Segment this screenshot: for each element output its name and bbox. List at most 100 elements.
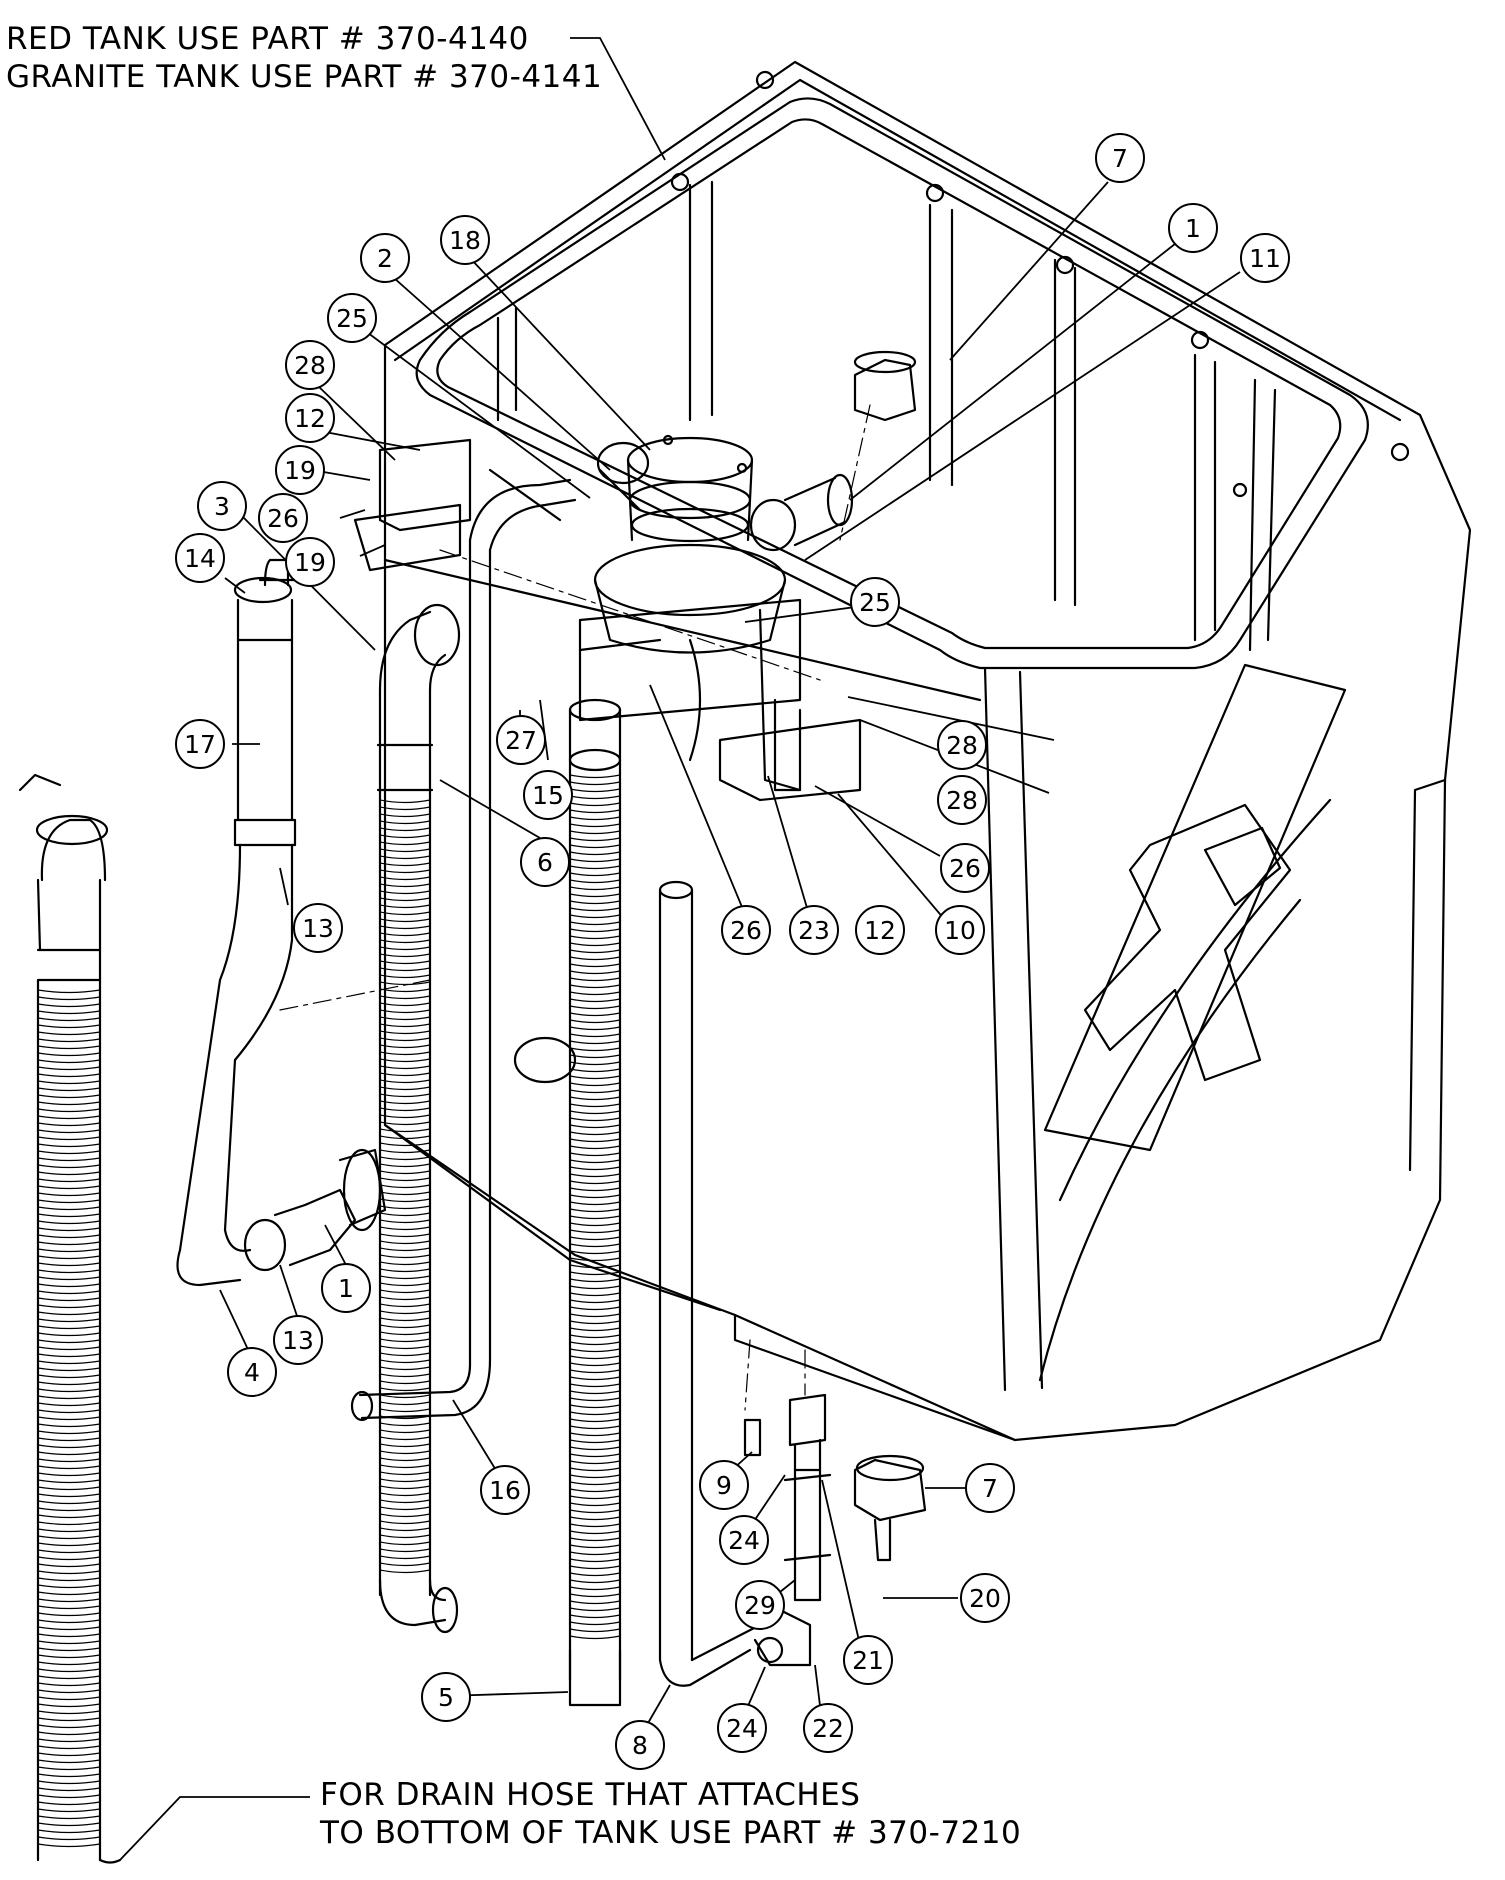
hose-rib	[37, 1619, 101, 1624]
hose-rib	[379, 1065, 431, 1070]
hose-rib	[379, 855, 431, 860]
drain-hose-note-line2: TO BOTTOM OF TANK USE PART # 370-7210	[320, 1815, 1022, 1851]
callout-23: 23	[789, 905, 839, 955]
hose-rib	[569, 1166, 621, 1171]
hose-rib	[569, 1383, 621, 1388]
hose-rib	[569, 1418, 621, 1423]
hose-rib	[37, 1339, 101, 1344]
hose-rib	[379, 1478, 431, 1483]
hose-rib	[379, 1534, 431, 1539]
hose-rib	[569, 1278, 621, 1283]
hose-rib	[379, 1303, 431, 1308]
hose-rib	[379, 1233, 431, 1238]
hose-rib	[379, 911, 431, 916]
callout-15: 15	[523, 770, 573, 820]
hose-rib	[379, 1415, 431, 1420]
hose-rib	[379, 1240, 431, 1245]
hose-rib	[37, 1836, 101, 1841]
callout-number: 28	[946, 786, 978, 815]
hose-rib	[37, 1766, 101, 1771]
callout-number: 23	[798, 916, 830, 945]
hose-rib	[379, 1037, 431, 1042]
hose-rib	[37, 1269, 101, 1274]
hose-rib	[37, 1122, 101, 1127]
callout-number: 7	[1112, 144, 1128, 173]
hose-rib	[569, 1089, 621, 1094]
hose-rib	[379, 1282, 431, 1287]
hose-rib	[379, 1100, 431, 1105]
hose-rib	[37, 1164, 101, 1169]
hose-rib	[37, 1108, 101, 1113]
drain-hose-ribs	[37, 989, 101, 1848]
hose-rib	[569, 1180, 621, 1185]
hose-rib	[379, 1170, 431, 1175]
hose-rib	[569, 1313, 621, 1318]
hose-rib	[379, 988, 431, 993]
callout-circle	[719, 1515, 769, 1565]
hose-rib	[37, 1710, 101, 1715]
hose-rib	[569, 900, 621, 905]
hose-rib	[379, 1030, 431, 1035]
hose-rib	[379, 1373, 431, 1378]
hose-rib	[37, 1157, 101, 1162]
hose-rib	[569, 1222, 621, 1227]
callout-number: 2	[377, 244, 393, 273]
hose-rib	[569, 1516, 621, 1521]
callout-circle	[421, 1672, 471, 1722]
callout-number: 13	[302, 914, 334, 943]
hose-rib	[569, 1096, 621, 1101]
hose-rib	[569, 956, 621, 961]
hose-rib	[379, 806, 431, 811]
hose-rib	[37, 1626, 101, 1631]
hose-rib	[37, 1829, 101, 1834]
hose-rib	[37, 1192, 101, 1197]
callout-circle	[803, 1703, 853, 1753]
hose-rib	[37, 1584, 101, 1589]
callout-number: 11	[1249, 244, 1281, 273]
hose-rib	[569, 977, 621, 982]
cap-7-top	[853, 350, 917, 422]
hose-rib	[37, 1458, 101, 1463]
callout-number: 14	[184, 544, 216, 573]
tank-part-note-line2: GRANITE TANK USE PART # 370-4141	[6, 59, 603, 95]
hose-rib	[37, 1703, 101, 1708]
fitting-7-bottom	[853, 1454, 927, 1562]
hose-rib	[379, 876, 431, 881]
hose-rib	[37, 1045, 101, 1050]
hose-rib	[569, 851, 621, 856]
hose-rib	[37, 1822, 101, 1827]
hose-rib	[569, 1236, 621, 1241]
hose-rib	[37, 1234, 101, 1239]
hose-rib	[379, 1506, 431, 1511]
callout-circle	[735, 1580, 785, 1630]
hose-rib	[569, 1488, 621, 1493]
hose-rib	[37, 1738, 101, 1743]
callout-24: 24	[717, 1703, 767, 1753]
hose-rib	[379, 1541, 431, 1546]
hose-rib	[37, 1479, 101, 1484]
hose-rib	[37, 1038, 101, 1043]
hose-rib	[569, 1348, 621, 1353]
callout-circle	[197, 481, 247, 531]
hose-rib	[37, 1059, 101, 1064]
callout-6: 6	[520, 837, 570, 887]
callout-number: 19	[294, 548, 326, 577]
hose-rib	[37, 1500, 101, 1505]
callout-circle	[935, 905, 985, 955]
hose-rib	[379, 1163, 431, 1168]
hose-rib	[379, 1317, 431, 1322]
callout-number: 5	[438, 1683, 454, 1712]
hose-rib	[569, 1397, 621, 1402]
tank-part-note-line1: RED TANK USE PART # 370-4140	[6, 21, 529, 57]
hose-rib	[569, 872, 621, 877]
hose-rib	[379, 1177, 431, 1182]
hose-rib	[37, 1395, 101, 1400]
hose-rib	[569, 1551, 621, 1556]
hose-rib	[569, 1446, 621, 1451]
callout-10: 10	[935, 905, 985, 955]
hose-rib	[37, 1682, 101, 1687]
vacuum-pipe-16	[350, 478, 577, 1422]
hose-rib	[37, 1640, 101, 1645]
hose-rib	[37, 1745, 101, 1750]
hose-rib	[569, 1334, 621, 1339]
